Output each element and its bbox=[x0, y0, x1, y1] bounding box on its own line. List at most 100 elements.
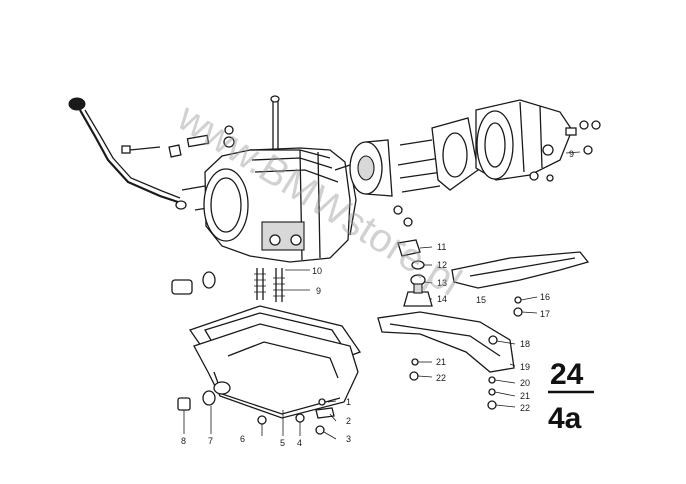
extension-ribs bbox=[519, 101, 543, 173]
stud bbox=[181, 185, 206, 191]
group-sub: 4a bbox=[548, 402, 582, 435]
drain-plug bbox=[177, 397, 191, 411]
leader-19 bbox=[509, 363, 516, 367]
leader-20 bbox=[494, 379, 516, 384]
crossmember-fold bbox=[469, 257, 576, 277]
bolt-top bbox=[270, 95, 280, 103]
pan-bolt-4 bbox=[295, 413, 305, 423]
callout-9-rear: 9 bbox=[569, 149, 574, 159]
pan-inner-edge bbox=[227, 341, 339, 379]
nut-mid bbox=[403, 217, 413, 227]
pan-clamp-2 bbox=[315, 407, 335, 419]
leader-16 bbox=[520, 296, 538, 301]
flange-side bbox=[365, 139, 393, 197]
flange-hub bbox=[357, 155, 375, 181]
leader-21b bbox=[494, 391, 516, 397]
callout-16: 16 bbox=[540, 292, 550, 302]
extension-boss bbox=[542, 144, 554, 156]
callout-19: 19 bbox=[520, 362, 530, 372]
rear-nut bbox=[487, 400, 497, 410]
callout-3: 3 bbox=[346, 434, 351, 444]
callout-22-right: 22 bbox=[520, 403, 530, 413]
selector-lever bbox=[68, 97, 187, 210]
callout-12: 12 bbox=[437, 260, 447, 270]
adapter-flange bbox=[349, 139, 393, 197]
rear-washer-a bbox=[488, 376, 496, 384]
boss-2 bbox=[290, 234, 302, 246]
rear-fasteners bbox=[565, 120, 601, 155]
spring-b-coils bbox=[273, 277, 285, 297]
group-number: 24 4a bbox=[548, 358, 594, 435]
long-studs bbox=[397, 157, 443, 193]
gasket-hole bbox=[442, 132, 468, 178]
callout-5: 5 bbox=[280, 438, 285, 448]
extension-inner bbox=[484, 122, 506, 168]
mount-stud bbox=[413, 283, 423, 294]
crossmember bbox=[451, 251, 590, 317]
rear-nut-2 bbox=[591, 120, 601, 130]
spring-a bbox=[256, 268, 264, 300]
rear-washer-b bbox=[488, 388, 496, 396]
mount-parts bbox=[397, 239, 433, 307]
leader-lines bbox=[183, 151, 581, 440]
leader-22b bbox=[495, 404, 516, 408]
bolt-head bbox=[121, 145, 131, 154]
leader-9b bbox=[565, 151, 581, 154]
leader-22a bbox=[417, 375, 433, 378]
rubber-mount bbox=[403, 291, 433, 307]
lever-end bbox=[175, 200, 187, 210]
rear-nut-1 bbox=[579, 120, 589, 130]
callout-18: 18 bbox=[520, 339, 530, 349]
gasket-ring bbox=[431, 117, 479, 191]
drain-boss bbox=[213, 381, 231, 395]
lever-rod bbox=[79, 109, 179, 204]
extension-mouth bbox=[476, 110, 514, 180]
extension-washer bbox=[546, 174, 554, 182]
washer-top bbox=[223, 136, 235, 148]
switch-body bbox=[171, 279, 193, 295]
group-main: 24 bbox=[550, 358, 584, 391]
callout-21-right: 21 bbox=[520, 391, 530, 401]
leader-18 bbox=[496, 340, 516, 345]
boss-1 bbox=[269, 234, 281, 246]
spring-a-coils bbox=[254, 273, 266, 293]
dipstick-bolt bbox=[270, 95, 280, 150]
neutral-switch bbox=[171, 271, 216, 295]
callout-labels: 1 2 3 4 5 6 7 8 9 10 11 12 13 14 15 16 1… bbox=[181, 149, 574, 448]
callout-13: 13 bbox=[437, 278, 447, 288]
leader-2 bbox=[329, 413, 337, 422]
support-bracket bbox=[377, 311, 515, 410]
bracket-nut bbox=[409, 371, 419, 381]
pan-bolt-3 bbox=[315, 425, 325, 435]
callout-21-left: 21 bbox=[436, 357, 446, 367]
drain-seal bbox=[202, 390, 216, 406]
oil-pan bbox=[193, 323, 359, 419]
mount-block bbox=[397, 239, 421, 257]
leader-17 bbox=[521, 311, 538, 314]
stud-top bbox=[399, 139, 433, 146]
switch-seal bbox=[202, 271, 216, 289]
extension-nut bbox=[529, 171, 539, 181]
rear-clip bbox=[565, 127, 577, 136]
pan-rim bbox=[193, 323, 359, 419]
bolt-shank bbox=[272, 100, 279, 150]
leader-11 bbox=[419, 246, 433, 249]
callout-15: 15 bbox=[476, 295, 486, 305]
lever-rod-edge bbox=[84, 109, 181, 199]
crossmember-washer bbox=[514, 296, 522, 304]
callout-4: 4 bbox=[297, 438, 302, 448]
spacer bbox=[186, 134, 210, 148]
callout-22-left: 22 bbox=[436, 373, 446, 383]
cap bbox=[224, 125, 234, 135]
rear-nut-3 bbox=[583, 145, 593, 155]
gasket-plate bbox=[431, 117, 479, 191]
lever-knob bbox=[68, 97, 86, 111]
transmission-housing bbox=[203, 147, 357, 263]
spring-b bbox=[275, 268, 283, 302]
bolt-shaft bbox=[129, 146, 161, 151]
pan-bolt-6 bbox=[257, 415, 267, 425]
callout-10: 10 bbox=[312, 266, 322, 276]
bell-inner bbox=[210, 177, 242, 233]
